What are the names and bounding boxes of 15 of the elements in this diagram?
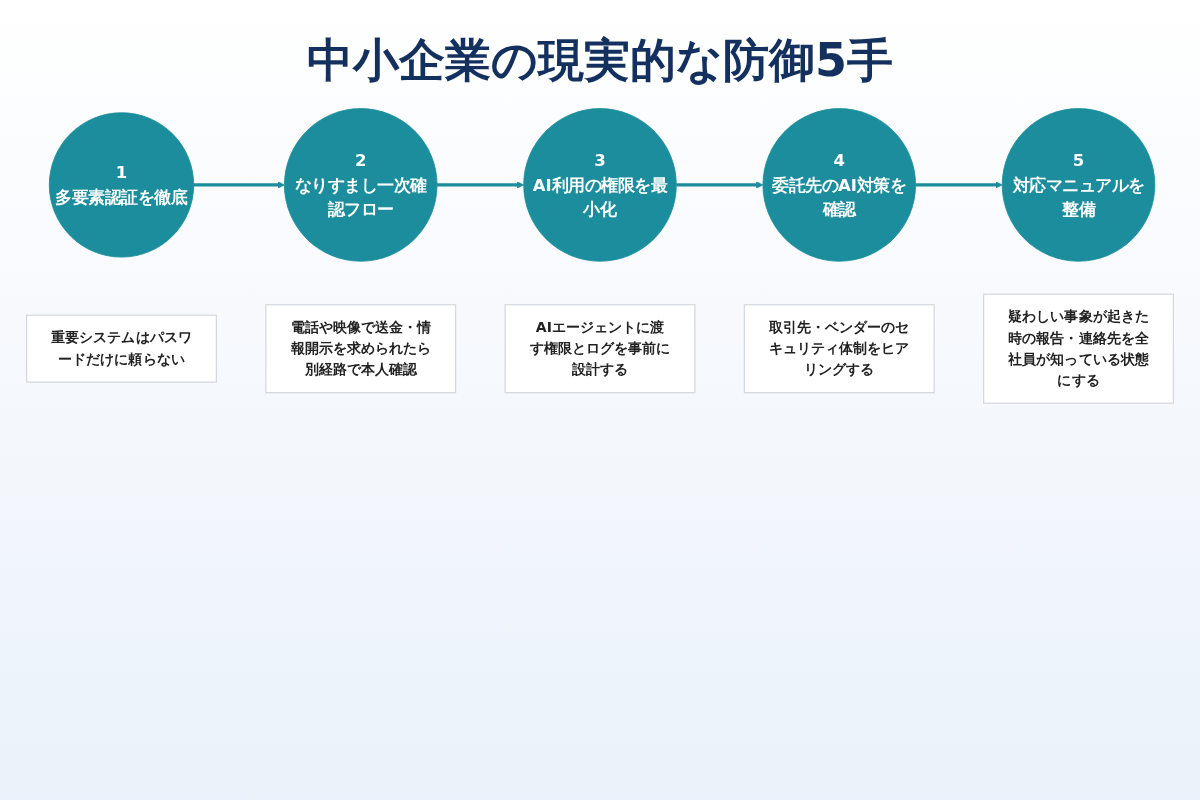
node-box: 疑わしい事象が起きた時の報告・連絡先を全社員が知っている状態にする — [983, 293, 1174, 404]
node-box: AIエージェントに渡す権限とログを事前に設計する — [504, 304, 696, 394]
node-box: 電話や映像で送金・情報開示を求められたら別経路で本人確認 — [265, 304, 457, 394]
arrow — [676, 181, 764, 189]
arrow — [915, 181, 1003, 189]
node-box: 取引先・ベンダーのセキュリティ体制をヒアリングする — [743, 304, 935, 394]
node-circle: 3 AI利用の権限を最小化 — [523, 108, 677, 262]
node-circle: 5 対応マニュアルを整備 — [1001, 108, 1156, 262]
arrow — [193, 181, 285, 189]
node-box: 重要システムはパスワードだけに頼らない — [26, 314, 217, 383]
arrow — [437, 181, 524, 189]
node-circle: 1 多要素認証を徹底 — [48, 112, 195, 258]
node-circle: 2 なりすまし一次確認フロー — [284, 108, 438, 262]
node-circle: 4 委託先のAI対策を確認 — [762, 108, 916, 262]
title: 中小企業の現実的な防御5手 — [306, 32, 894, 89]
